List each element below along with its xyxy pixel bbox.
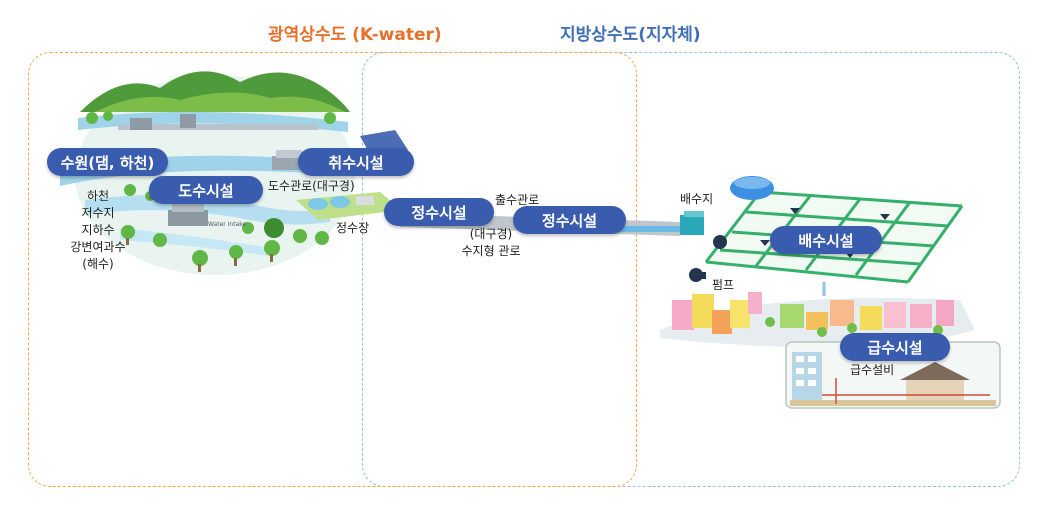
regional-zone-border — [28, 52, 637, 487]
local-water-header: 지방상수도(지자체) — [560, 25, 701, 45]
pump-icon — [689, 235, 727, 282]
supply-inset — [785, 341, 1001, 409]
purification-pill-local: 정수시설 — [513, 206, 626, 234]
supply-equipment-label: 급수설비 — [850, 363, 895, 377]
source-reservoir: 저수지 — [81, 206, 115, 220]
source-pill: 수원(댐, 하천) — [47, 148, 168, 176]
pipe-size-text: (대구경) — [469, 227, 513, 241]
outflow-pipe-label: 출수관로 — [495, 193, 540, 207]
conveyance-pipe-label: 도수관로(대구경) — [268, 179, 355, 193]
distribution-pill: 배수시설 — [770, 226, 882, 254]
reservoir-label: 배수지 — [680, 192, 714, 206]
pump-label: 펌프 — [712, 278, 735, 292]
reservoir-tank — [680, 211, 704, 235]
purification-pill-regional: 정수시설 — [384, 198, 494, 226]
water-intake-sign: Water Intake — [208, 221, 247, 228]
treatment-plant — [296, 192, 402, 220]
conveyance-pill: 도수시설 — [149, 176, 263, 204]
source-riverbank-filtration: 강변여과수 — [70, 240, 126, 254]
intake-building — [272, 150, 306, 170]
pipe-type-text: 수지형 관로 — [461, 244, 521, 258]
local-zone-border — [362, 52, 1020, 487]
supply-pill: 급수시설 — [840, 333, 950, 361]
elevated-water-tank — [730, 176, 774, 200]
water-sources-list: 하천 저수지 지하수 강변여과수 (해수) — [58, 188, 138, 273]
treatment-plant-label: 정수장 — [336, 221, 370, 235]
regional-water-header: 광역상수도 (K-water) — [268, 25, 442, 45]
pipe-description: (대구경) 수지형 관로 — [446, 226, 536, 260]
intake-pill: 취수시설 — [298, 148, 414, 176]
source-river: 하천 — [86, 189, 110, 203]
source-groundwater: 지하수 — [81, 223, 115, 237]
source-seawater: (해수) — [82, 257, 114, 271]
water-intake-tower — [168, 204, 208, 226]
